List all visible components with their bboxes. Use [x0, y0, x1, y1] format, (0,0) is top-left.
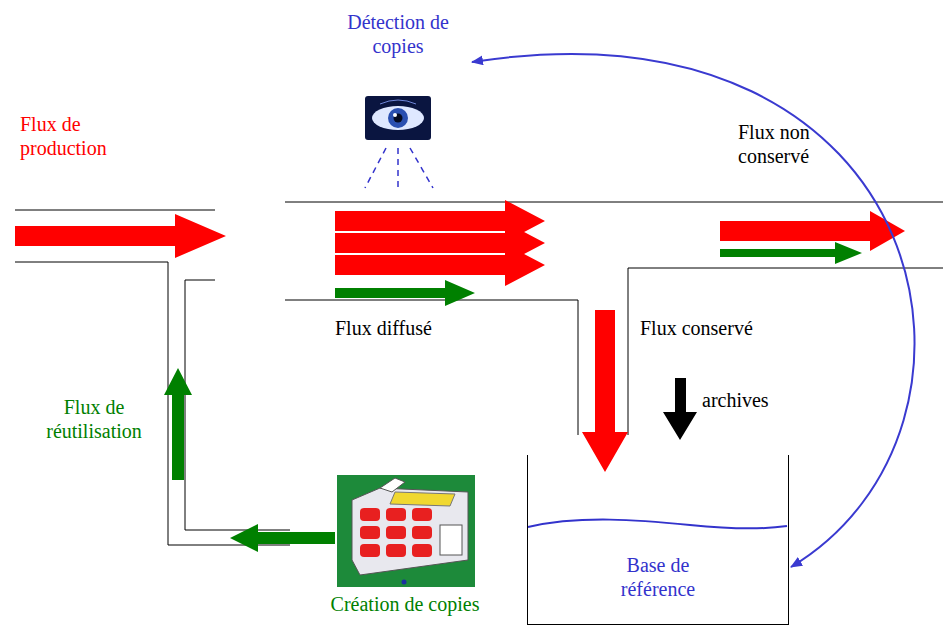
flow-label: Flux diffusé	[335, 316, 495, 340]
reuse-arrow-non-kept	[720, 242, 862, 264]
reuse-up-arrow	[164, 368, 192, 480]
flow-label: archives	[702, 388, 802, 412]
flow-label: Flux de production	[20, 112, 150, 160]
flow-label: Flux conservé	[640, 316, 800, 340]
flow-label: Flux de réutilisation	[30, 395, 158, 443]
reuse-arrow-diffused	[335, 280, 475, 306]
non-kept-arrow	[720, 211, 905, 251]
node-text: Détection de copies	[330, 10, 466, 58]
scan-lines	[365, 148, 433, 192]
detection-node: Détection de copies	[330, 10, 466, 146]
reference-base-tank: Base de référence	[527, 455, 789, 625]
kept-arrow	[582, 310, 628, 472]
eye-icon	[365, 96, 431, 140]
node-text: Base de référence	[588, 553, 728, 601]
flow-label: Flux non conservé	[738, 120, 863, 168]
feedback-connector	[472, 54, 915, 567]
water-surface	[528, 520, 787, 529]
production-arrow	[15, 214, 226, 258]
node-text: Création de copies	[315, 592, 495, 616]
copy-creation-node: Création de copies	[315, 470, 495, 624]
copy-machine-icon	[337, 475, 475, 587]
archives-arrow	[663, 378, 697, 440]
pipe-walls	[15, 202, 943, 545]
reuse-left-arrow	[230, 524, 335, 552]
diffused-arrows	[335, 200, 545, 286]
